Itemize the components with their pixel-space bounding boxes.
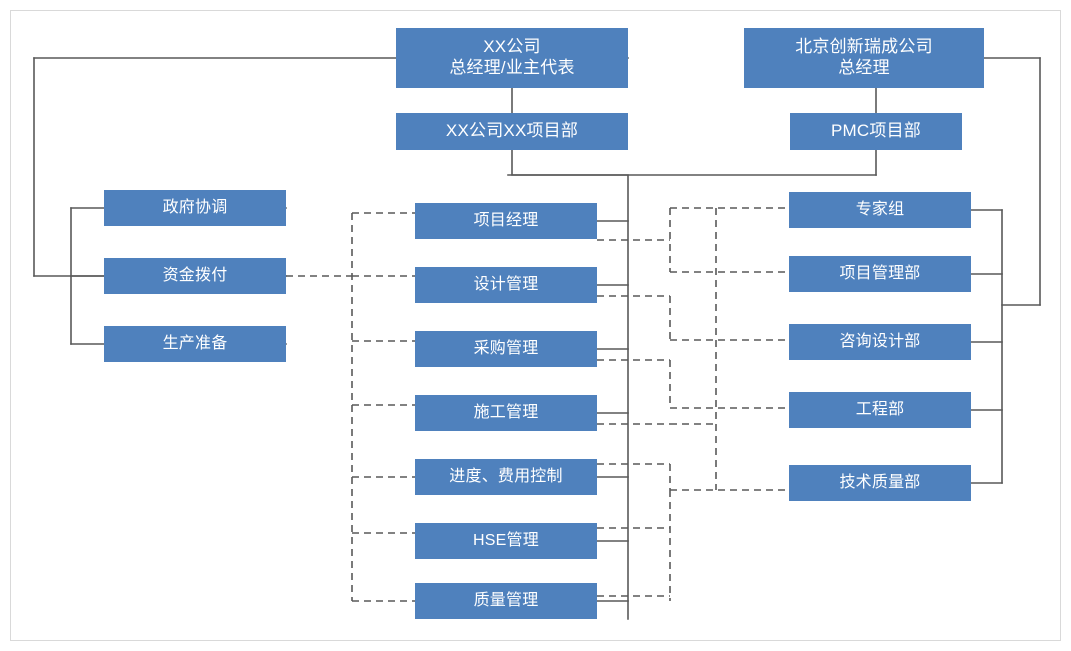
node-project-management-dept[interactable]: 项目管理部: [789, 256, 971, 292]
node-procurement-management[interactable]: 采购管理: [415, 331, 597, 367]
node-label: 采购管理: [473, 340, 539, 358]
node-label: 专家组: [855, 201, 905, 219]
node-owner-project-dept[interactable]: XX公司XX项目部: [396, 113, 628, 150]
node-construction-management[interactable]: 施工管理: [415, 395, 597, 431]
node-label: 项目管理部: [839, 265, 921, 283]
node-owner-gm[interactable]: XX公司总经理/业主代表: [396, 28, 628, 88]
node-label: 咨询设计部: [839, 333, 921, 351]
node-label: PMC项目部: [831, 121, 921, 141]
node-label: 资金拨付: [162, 267, 228, 285]
node-label: XX公司: [483, 37, 541, 57]
node-pmc-gm[interactable]: 北京创新瑞成公司总经理: [744, 28, 984, 88]
node-hse-management[interactable]: HSE管理: [415, 523, 597, 559]
node-consulting-design-dept[interactable]: 咨询设计部: [789, 324, 971, 360]
node-production-preparation[interactable]: 生产准备: [104, 326, 286, 362]
node-design-management[interactable]: 设计管理: [415, 267, 597, 303]
node-schedule-cost-control[interactable]: 进度、费用控制: [415, 459, 597, 495]
node-label: HSE管理: [473, 532, 539, 550]
node-label: 生产准备: [162, 335, 228, 353]
dashed-connectors: [286, 207, 789, 602]
node-label: 技术质量部: [839, 474, 921, 492]
node-fund-allocation[interactable]: 资金拨付: [104, 258, 286, 294]
node-label: 政府协调: [162, 199, 228, 217]
node-label: 施工管理: [473, 404, 539, 422]
node-gov-coordination[interactable]: 政府协调: [104, 190, 286, 226]
node-label: 北京创新瑞成公司: [795, 37, 933, 57]
node-label: 进度、费用控制: [449, 468, 563, 486]
node-engineering-dept[interactable]: 工程部: [789, 392, 971, 428]
node-label: 质量管理: [473, 592, 539, 610]
node-project-manager[interactable]: 项目经理: [415, 203, 597, 239]
node-label: 项目经理: [473, 212, 539, 230]
node-expert-group[interactable]: 专家组: [789, 192, 971, 228]
node-label: 工程部: [855, 401, 905, 419]
node-label: XX公司XX项目部: [445, 121, 579, 141]
node-label: 设计管理: [473, 276, 539, 294]
node-quality-management[interactable]: 质量管理: [415, 583, 597, 619]
node-label: 总经理/业主代表: [449, 58, 575, 77]
node-pmc-project-dept[interactable]: PMC项目部: [790, 113, 962, 150]
node-label: 总经理: [838, 58, 890, 77]
node-technical-quality-dept[interactable]: 技术质量部: [789, 465, 971, 501]
